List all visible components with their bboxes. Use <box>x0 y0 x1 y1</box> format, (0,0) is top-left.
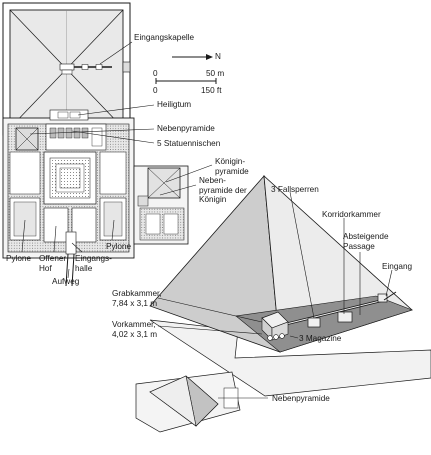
label-pylon-right: Pylone <box>106 242 132 251</box>
pyramid-3d <box>149 175 431 397</box>
label-sanctuary: Heiligtum <box>157 100 192 109</box>
label-entrance: Eingang <box>382 262 413 271</box>
scale-m-label: 50 m <box>206 69 225 78</box>
label-burial-chamber: Grabkammer, 7,84 x 3,1 m <box>112 289 162 308</box>
label-statue-niches: 5 Statuennischen <box>157 139 221 148</box>
label-subsidiary-pyramid-top: Nebenpyramide <box>157 124 215 133</box>
scale-zero-ft-label: 0 <box>153 86 158 95</box>
scale-zero-label: 0 <box>153 69 158 78</box>
label-north: N <box>215 52 221 61</box>
label-causeway: Aufweg <box>52 277 80 286</box>
temple-complex <box>2 109 135 287</box>
label-antechamber: Vorkammer, 4,02 x 3,1 m <box>112 320 158 339</box>
main-pyramid-plan <box>2 2 133 136</box>
label-entrance-hall: Eingangs- halle <box>75 254 112 273</box>
queen-complex <box>133 165 189 245</box>
label-corridor-chamber: Korridorkammer <box>322 210 381 219</box>
leader-lines <box>21 104 393 399</box>
scale-bar <box>155 78 217 84</box>
label-queen-subsidiary: Neben- pyramide der Königin <box>199 176 247 204</box>
label-magazines: 3 Magazine <box>299 334 342 343</box>
label-subsidiary-pyramid-bottom: Nebenpyramide <box>272 394 330 403</box>
label-descending-passage: Absteigende Passage <box>343 232 389 251</box>
scale-ft-label: 150 ft <box>201 86 222 95</box>
subsidiary-pyramid-bottom <box>135 371 241 433</box>
label-entrance-chapel: Eingangskapelle <box>134 33 195 42</box>
label-pylon-left: Pylone <box>6 254 32 263</box>
north-arrow <box>172 54 213 60</box>
label-queen-pyramid: Königin- pyramide <box>215 157 249 176</box>
label-open-court: Offener Hof <box>39 254 67 273</box>
label-portcullis: 3 Fallsperren <box>271 185 319 194</box>
